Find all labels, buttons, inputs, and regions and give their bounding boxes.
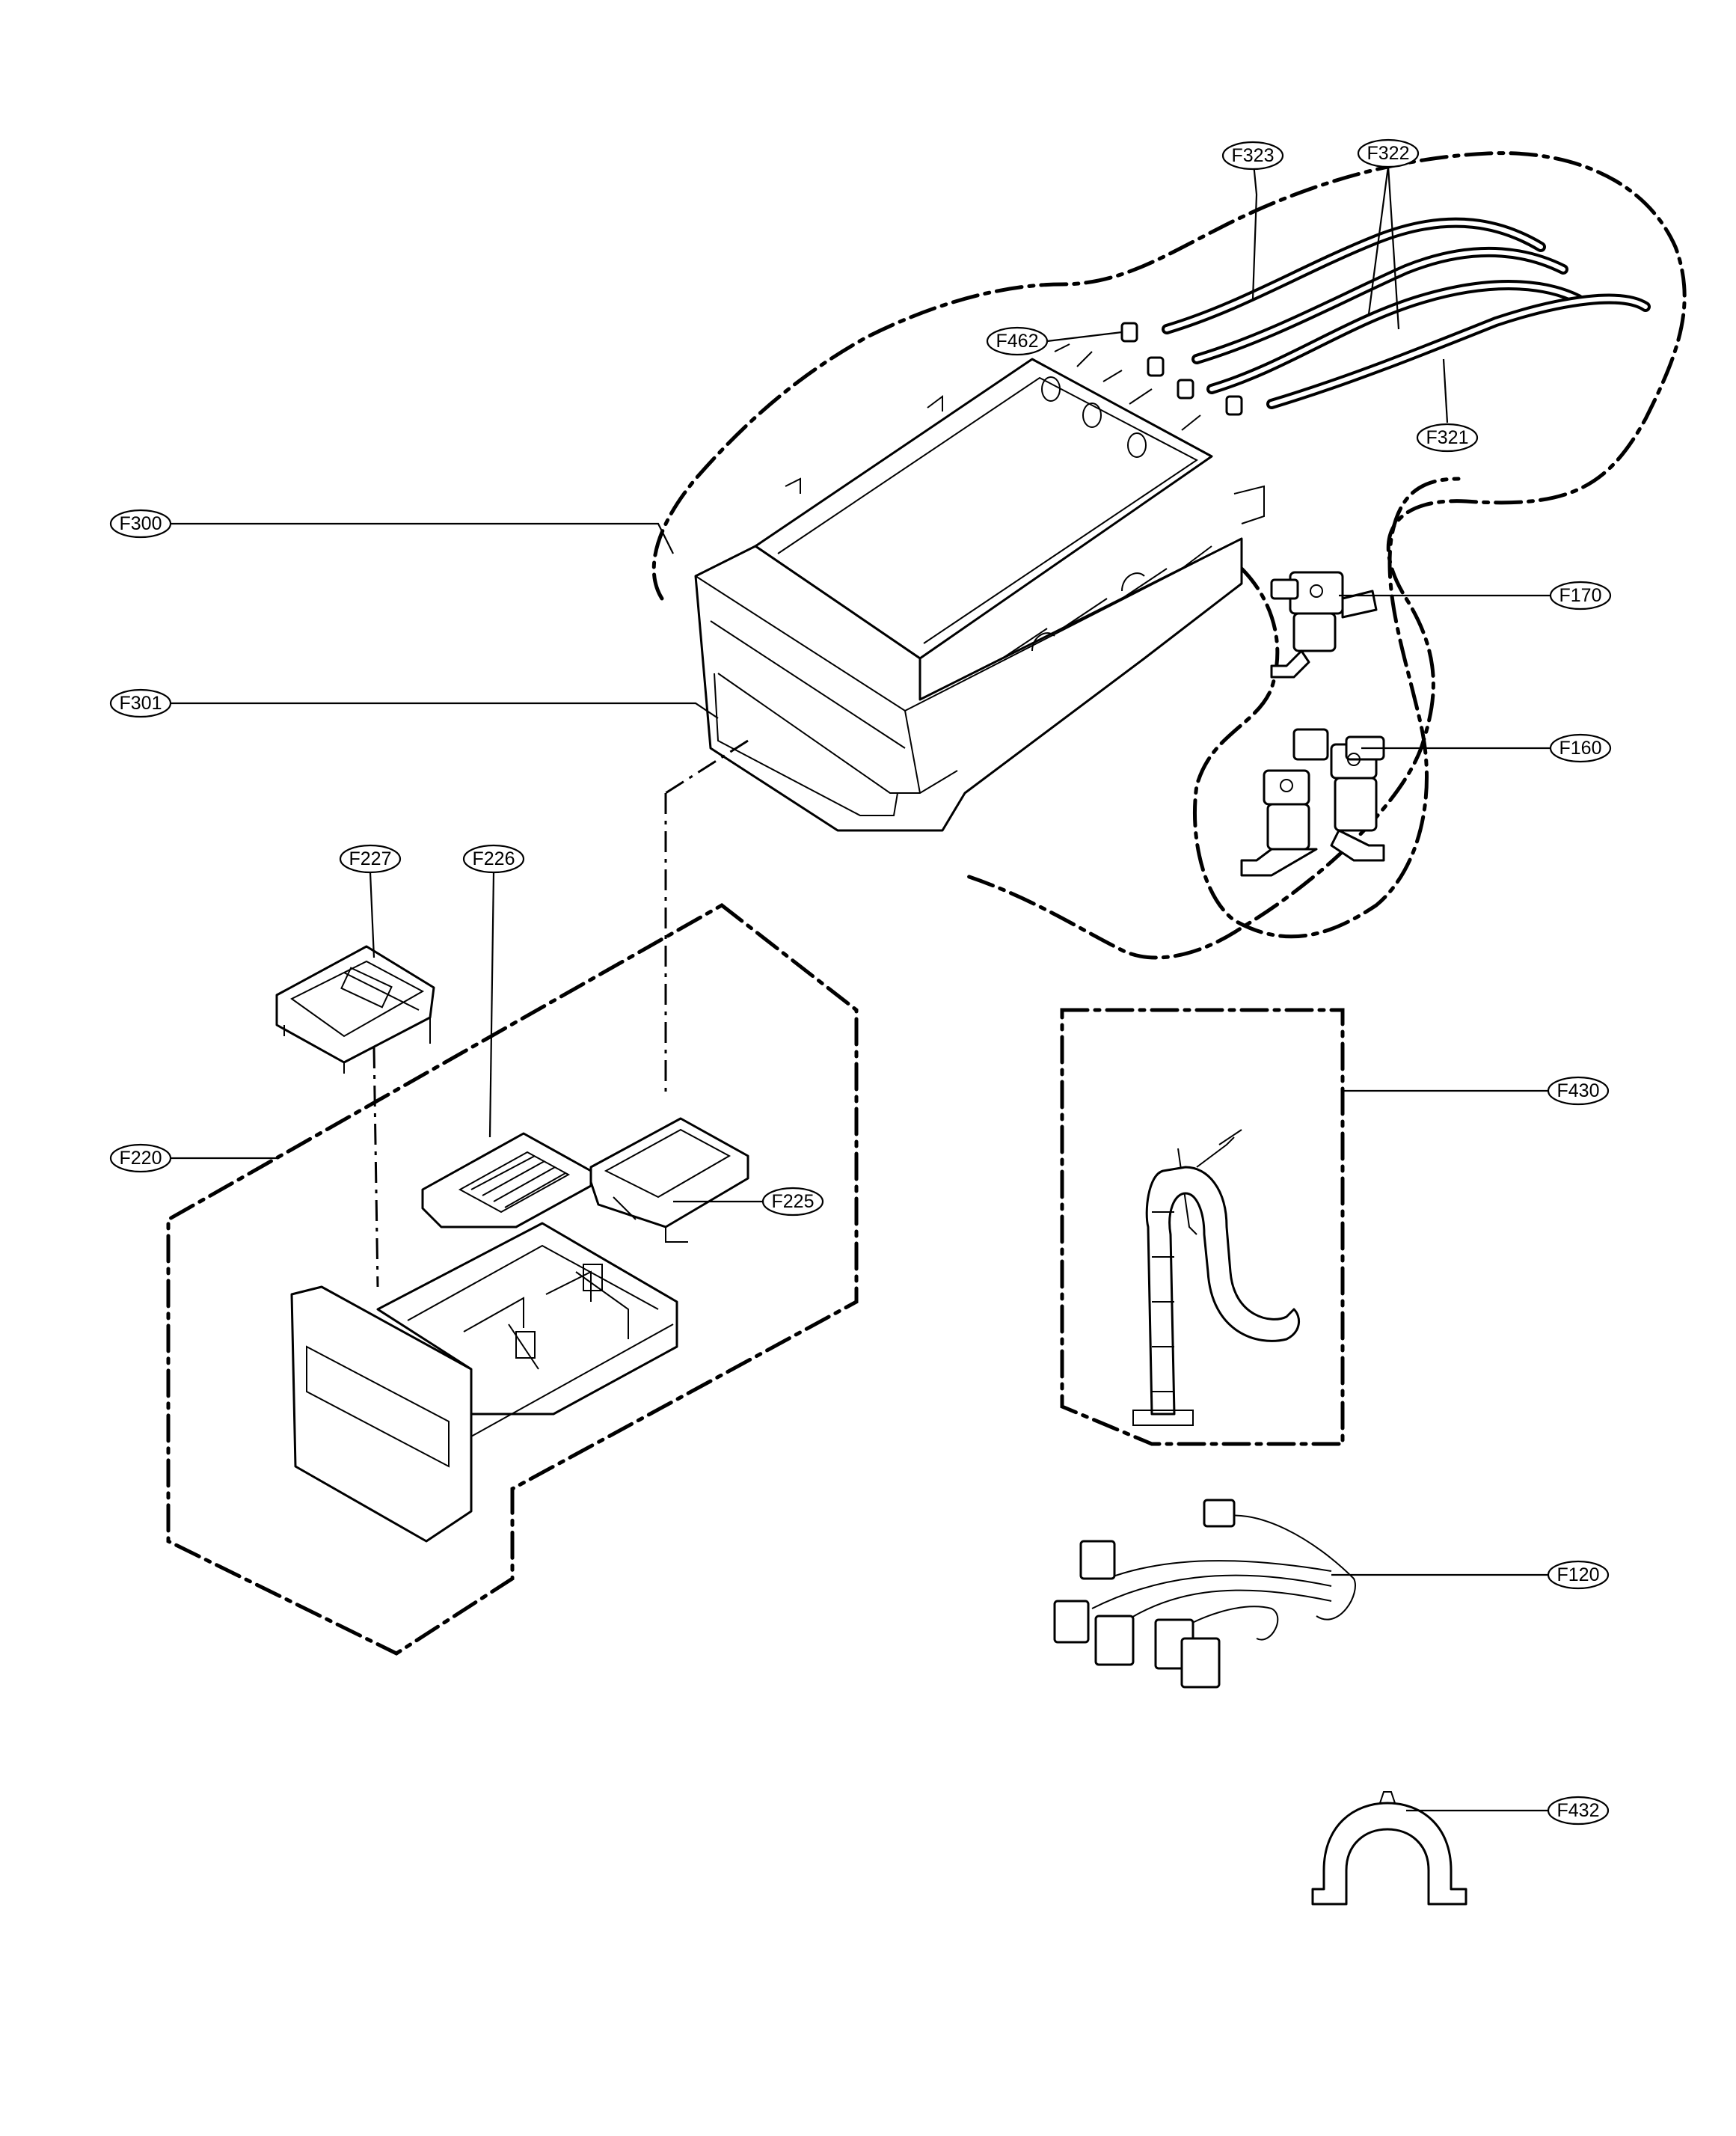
callout-F300: F300 (109, 509, 172, 539)
svg-text:F225: F225 (772, 1191, 815, 1212)
hose-clip (1311, 1791, 1467, 1906)
callout-F220: F220 (109, 1143, 172, 1173)
hose-clamps (1120, 322, 1243, 416)
svg-text:F300: F300 (120, 513, 162, 534)
svg-text:F301: F301 (120, 693, 162, 714)
detergent-drawer (290, 1222, 678, 1543)
bleach-insert (589, 1117, 749, 1243)
drain-hose (1132, 1129, 1301, 1426)
svg-text:F170: F170 (1559, 585, 1602, 606)
dispenser-assembly-boundary (651, 151, 1687, 960)
drawer-assembly-boundary (166, 903, 859, 1656)
callout-F301: F301 (109, 688, 172, 718)
detergent-grill (421, 1132, 592, 1228)
softener-cap (275, 945, 435, 1074)
callout-F120: F120 (1547, 1560, 1610, 1590)
svg-text:F432: F432 (1557, 1800, 1600, 1821)
dispenser-housing (694, 343, 1265, 832)
callout-F170: F170 (1549, 581, 1612, 610)
callout-F432: F432 (1547, 1796, 1610, 1826)
callout-F322: F322 (1357, 138, 1420, 168)
callout-F227: F227 (339, 844, 402, 874)
drawer-center-line (372, 1047, 379, 1288)
water-valve-single (1270, 571, 1378, 679)
svg-text:F160: F160 (1559, 738, 1602, 759)
svg-text:F120: F120 (1557, 1564, 1600, 1585)
callout-F462: F462 (986, 326, 1049, 356)
callout-F226: F226 (462, 844, 525, 874)
callout-F160: F160 (1549, 733, 1612, 763)
water-valve-double (1240, 728, 1385, 877)
drain-hose-boundary (1060, 1008, 1345, 1446)
svg-text:F430: F430 (1557, 1080, 1600, 1101)
leader-lines (171, 155, 1551, 1812)
wire-harness (1053, 1499, 1356, 1689)
svg-text:F321: F321 (1426, 427, 1469, 448)
svg-text:F226: F226 (473, 848, 515, 869)
valves-boundary (1193, 477, 1461, 939)
svg-text:F323: F323 (1232, 145, 1275, 166)
svg-text:F462: F462 (996, 331, 1039, 352)
svg-text:F220: F220 (120, 1148, 162, 1169)
svg-text:F322: F322 (1367, 143, 1410, 164)
inlet-hoses (1162, 217, 1651, 409)
callout-F225: F225 (761, 1187, 824, 1217)
callout-F321: F321 (1416, 423, 1479, 453)
callout-F323: F323 (1221, 141, 1284, 171)
callout-F430: F430 (1547, 1076, 1610, 1106)
svg-text:F227: F227 (349, 848, 392, 869)
